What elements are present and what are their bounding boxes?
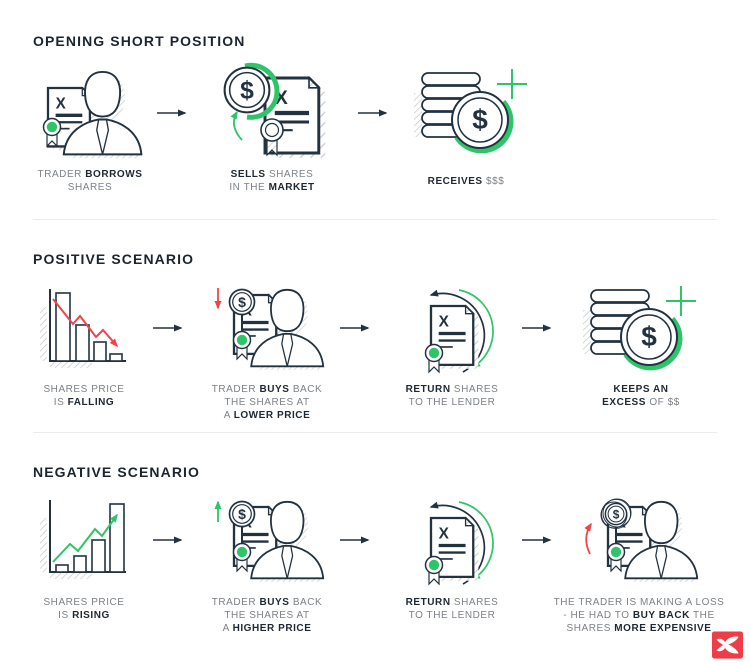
flow-arrow-icon [339,535,375,545]
section-title-positive: POSITIVE SCENARIO [33,251,195,267]
trader-buys-higher-icon [210,494,325,586]
return-shares-icon [404,494,500,592]
flow-arrow-icon [357,108,393,118]
flow-arrow-icon [339,323,375,333]
section-title-negative: NEGATIVE SCENARIO [33,464,201,480]
receives-money-icon [407,66,537,158]
flow-arrow-icon [521,323,557,333]
section-title-opening: OPENING SHORT POSITION [33,33,246,49]
return-shares-icon [404,282,500,380]
flow-arrow-icon [152,535,188,545]
trader-loss-icon [584,494,699,586]
section-divider [33,219,717,220]
xtb-logo [712,631,743,659]
trader-borrows-icon [35,66,150,162]
section-divider [33,432,717,433]
trader-buys-lower-icon [210,282,325,374]
chart-rising-icon [39,498,128,582]
flow-arrow-icon [152,323,188,333]
flow-arrow-icon [156,108,192,118]
sells-shares-icon [215,62,329,160]
flow-arrow-icon [521,535,557,545]
caption-trader-loss: THE TRADER IS MAKING A LOSS- HE HAD TO B… [553,597,725,634]
caption-receives-money: RECEIVES $$$ [427,176,505,187]
chart-falling-icon [39,287,128,371]
keeps-excess-icon [576,283,706,375]
